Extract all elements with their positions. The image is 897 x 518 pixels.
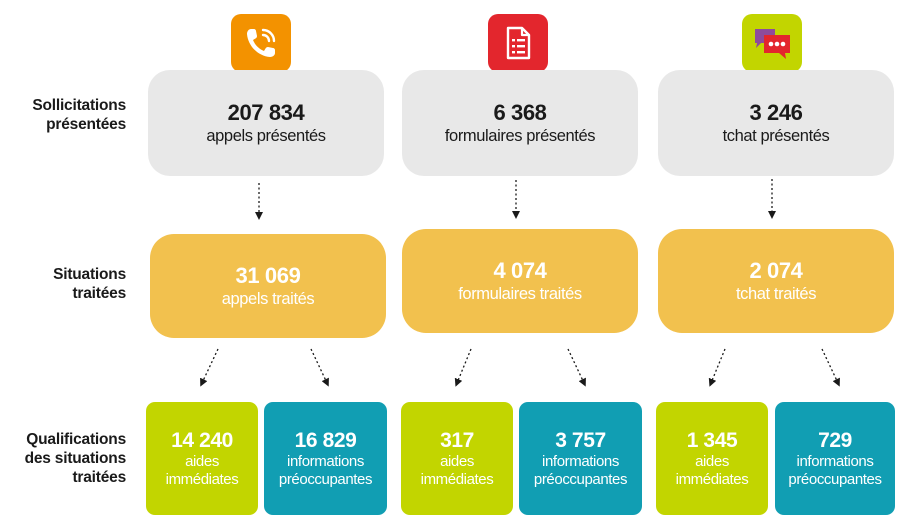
infos-tile-formulaires: 3 757 informations préoccupantes	[519, 402, 642, 515]
treated-box-appels: 31 069 appels traités	[150, 234, 386, 338]
presented-box-formulaires: 6 368 formulaires présentés	[402, 70, 638, 176]
infos-label-line1: informations	[796, 452, 874, 470]
treated-box-formulaires: 4 074 formulaires traités	[402, 229, 638, 333]
aides-label-line1: aides	[440, 452, 474, 470]
infos-label-line2: préoccupantes	[278, 470, 373, 488]
row-label-sollicitations: Sollicitations présentées	[32, 97, 126, 133]
aides-tile-appels: 14 240 aides immédiates	[146, 402, 258, 515]
arrow-treated-to-aides-formulaires	[454, 348, 472, 387]
aides-value: 14 240	[171, 428, 233, 452]
presented-label: tchat présentés	[722, 127, 830, 145]
presented-box-appels: 207 834 appels présentés	[148, 70, 384, 176]
aides-label-line1: aides	[695, 452, 729, 470]
treated-label: tchat traités	[735, 285, 817, 303]
aides-value: 1 345	[686, 428, 738, 452]
form-document-icon	[488, 14, 548, 72]
infos-label-line2: préoccupantes	[788, 470, 882, 488]
aides-label-line2: immédiates	[675, 470, 749, 488]
presented-box-tchat: 3 246 tchat présentés	[658, 70, 894, 176]
arrow-treated-to-infos-formulaires	[567, 348, 586, 387]
infos-label-line1: informations	[287, 452, 364, 470]
arrow-treated-to-aides-appels	[200, 348, 219, 387]
presented-value: 3 246	[749, 100, 803, 125]
treated-box-tchat: 2 074 tchat traités	[658, 229, 894, 333]
infos-tile-tchat: 729 informations préoccupantes	[775, 402, 895, 515]
infos-label-line1: informations	[542, 452, 619, 470]
aides-tile-tchat: 1 345 aides immédiates	[656, 402, 768, 515]
aides-tile-formulaires: 317 aides immédiates	[401, 402, 513, 515]
treated-label: formulaires traités	[458, 285, 582, 303]
infos-value: 729	[818, 428, 852, 452]
infos-tile-appels: 16 829 informations préoccupantes	[264, 402, 387, 515]
aides-value: 317	[440, 428, 474, 452]
arrow-treated-to-infos-appels	[310, 348, 329, 387]
treated-value: 2 074	[749, 258, 803, 283]
presented-label: formulaires présentés	[444, 127, 596, 145]
treated-value: 31 069	[235, 263, 301, 288]
row-label-qualifications: Qualifications des situations traitées	[24, 431, 127, 486]
aides-label-line2: immédiates	[165, 470, 239, 488]
treated-value: 4 074	[493, 258, 547, 283]
presented-value: 6 368	[493, 100, 547, 125]
arrow-treated-to-infos-tchat	[821, 348, 840, 387]
arrow-treated-to-aides-tchat	[708, 348, 726, 387]
aides-label-line1: aides	[185, 452, 219, 470]
phone-icon	[231, 14, 291, 72]
row-label-situations: Situations traitées	[53, 266, 126, 302]
chat-bubbles-icon	[742, 14, 802, 72]
treated-label: appels traités	[221, 290, 315, 308]
infos-value: 3 757	[555, 428, 606, 452]
aides-label-line2: immédiates	[420, 470, 494, 488]
presented-value: 207 834	[227, 100, 305, 125]
presented-label: appels présentés	[206, 127, 326, 145]
infos-value: 16 829	[294, 428, 357, 452]
infos-label-line2: préoccupantes	[533, 470, 628, 488]
